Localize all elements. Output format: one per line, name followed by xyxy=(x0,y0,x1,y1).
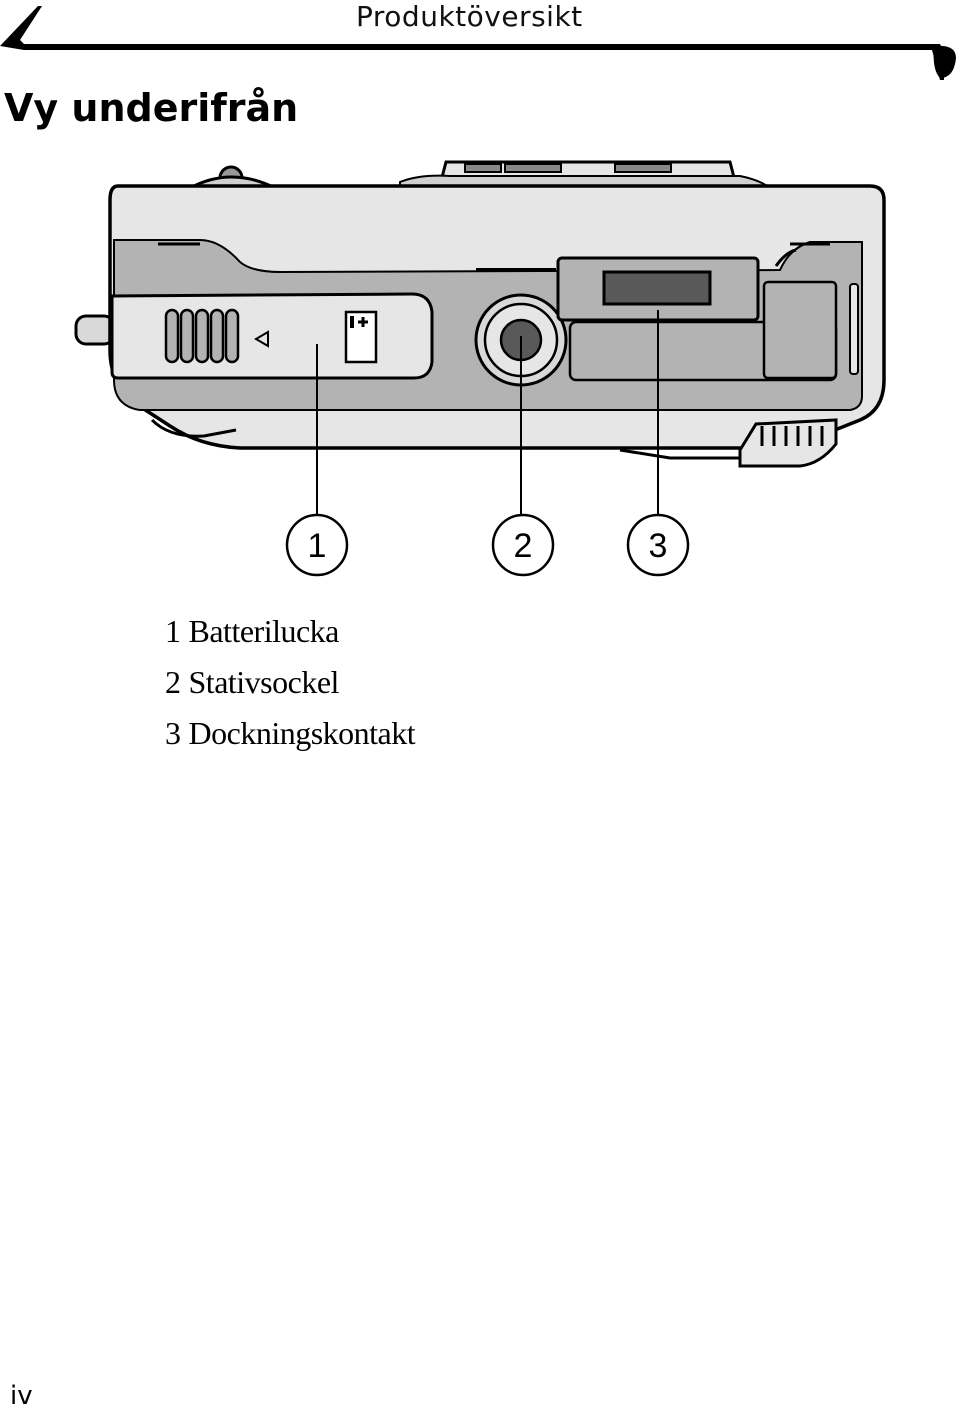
legend-item-number: 1 xyxy=(165,613,181,649)
callout-1-label: 1 xyxy=(308,527,327,565)
legend-item-number: 2 xyxy=(165,664,181,700)
header-rule xyxy=(0,6,956,80)
callout-3: 3 xyxy=(626,513,690,577)
callout-1: 1 xyxy=(285,513,349,577)
page-number: iv xyxy=(10,1381,33,1411)
legend-item-label: Batterilucka xyxy=(188,613,340,649)
section-title: Vy underifrån xyxy=(4,86,299,130)
header-title: Produktöversikt xyxy=(356,0,583,33)
battery-door-grip xyxy=(164,308,240,364)
callout-2-label: 2 xyxy=(514,527,533,565)
legend-item-number: 3 xyxy=(165,715,181,751)
legend-item-label: Stativsockel xyxy=(188,664,340,700)
callout-2: 2 xyxy=(491,513,555,577)
camera-bottom-view-illustration: 1 2 3 xyxy=(74,160,886,577)
legend-item-label: Dockningskontakt xyxy=(188,715,416,751)
callout-3-label: 3 xyxy=(649,527,668,565)
